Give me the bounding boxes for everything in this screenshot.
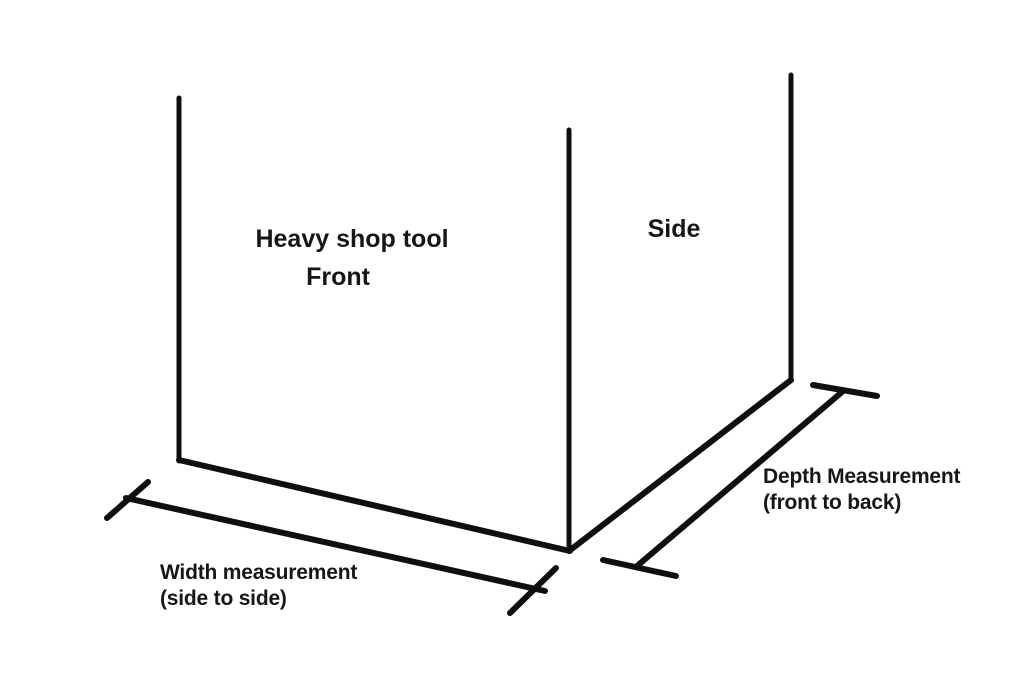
front-panel-subtitle: Front — [306, 263, 370, 291]
width-dimension-label-line2: (side to side) — [160, 587, 287, 610]
side-bottom-edge — [566, 377, 794, 554]
width-dimension-line — [123, 495, 548, 594]
depth-dimension-line — [634, 389, 845, 569]
front-bottom-edge — [176, 457, 573, 554]
depth-dimension-label-line2: (front to back) — [763, 491, 902, 514]
width-tick-right — [507, 565, 559, 616]
side-panel-label: Side — [647, 215, 701, 243]
depth-tick-top — [810, 382, 880, 399]
width-dimension-label-line1: Width measurement — [160, 561, 358, 584]
width-tick-left — [104, 479, 151, 521]
depth-dimension-label: Depth Measurement (front to back) — [763, 464, 961, 516]
front-panel-title: Heavy shop tool — [255, 225, 449, 253]
depth-dimension-label-line1: Depth Measurement — [763, 465, 961, 488]
depth-tick-bottom — [600, 557, 679, 579]
width-dimension-label: Width measurement (side to side) — [160, 560, 357, 612]
